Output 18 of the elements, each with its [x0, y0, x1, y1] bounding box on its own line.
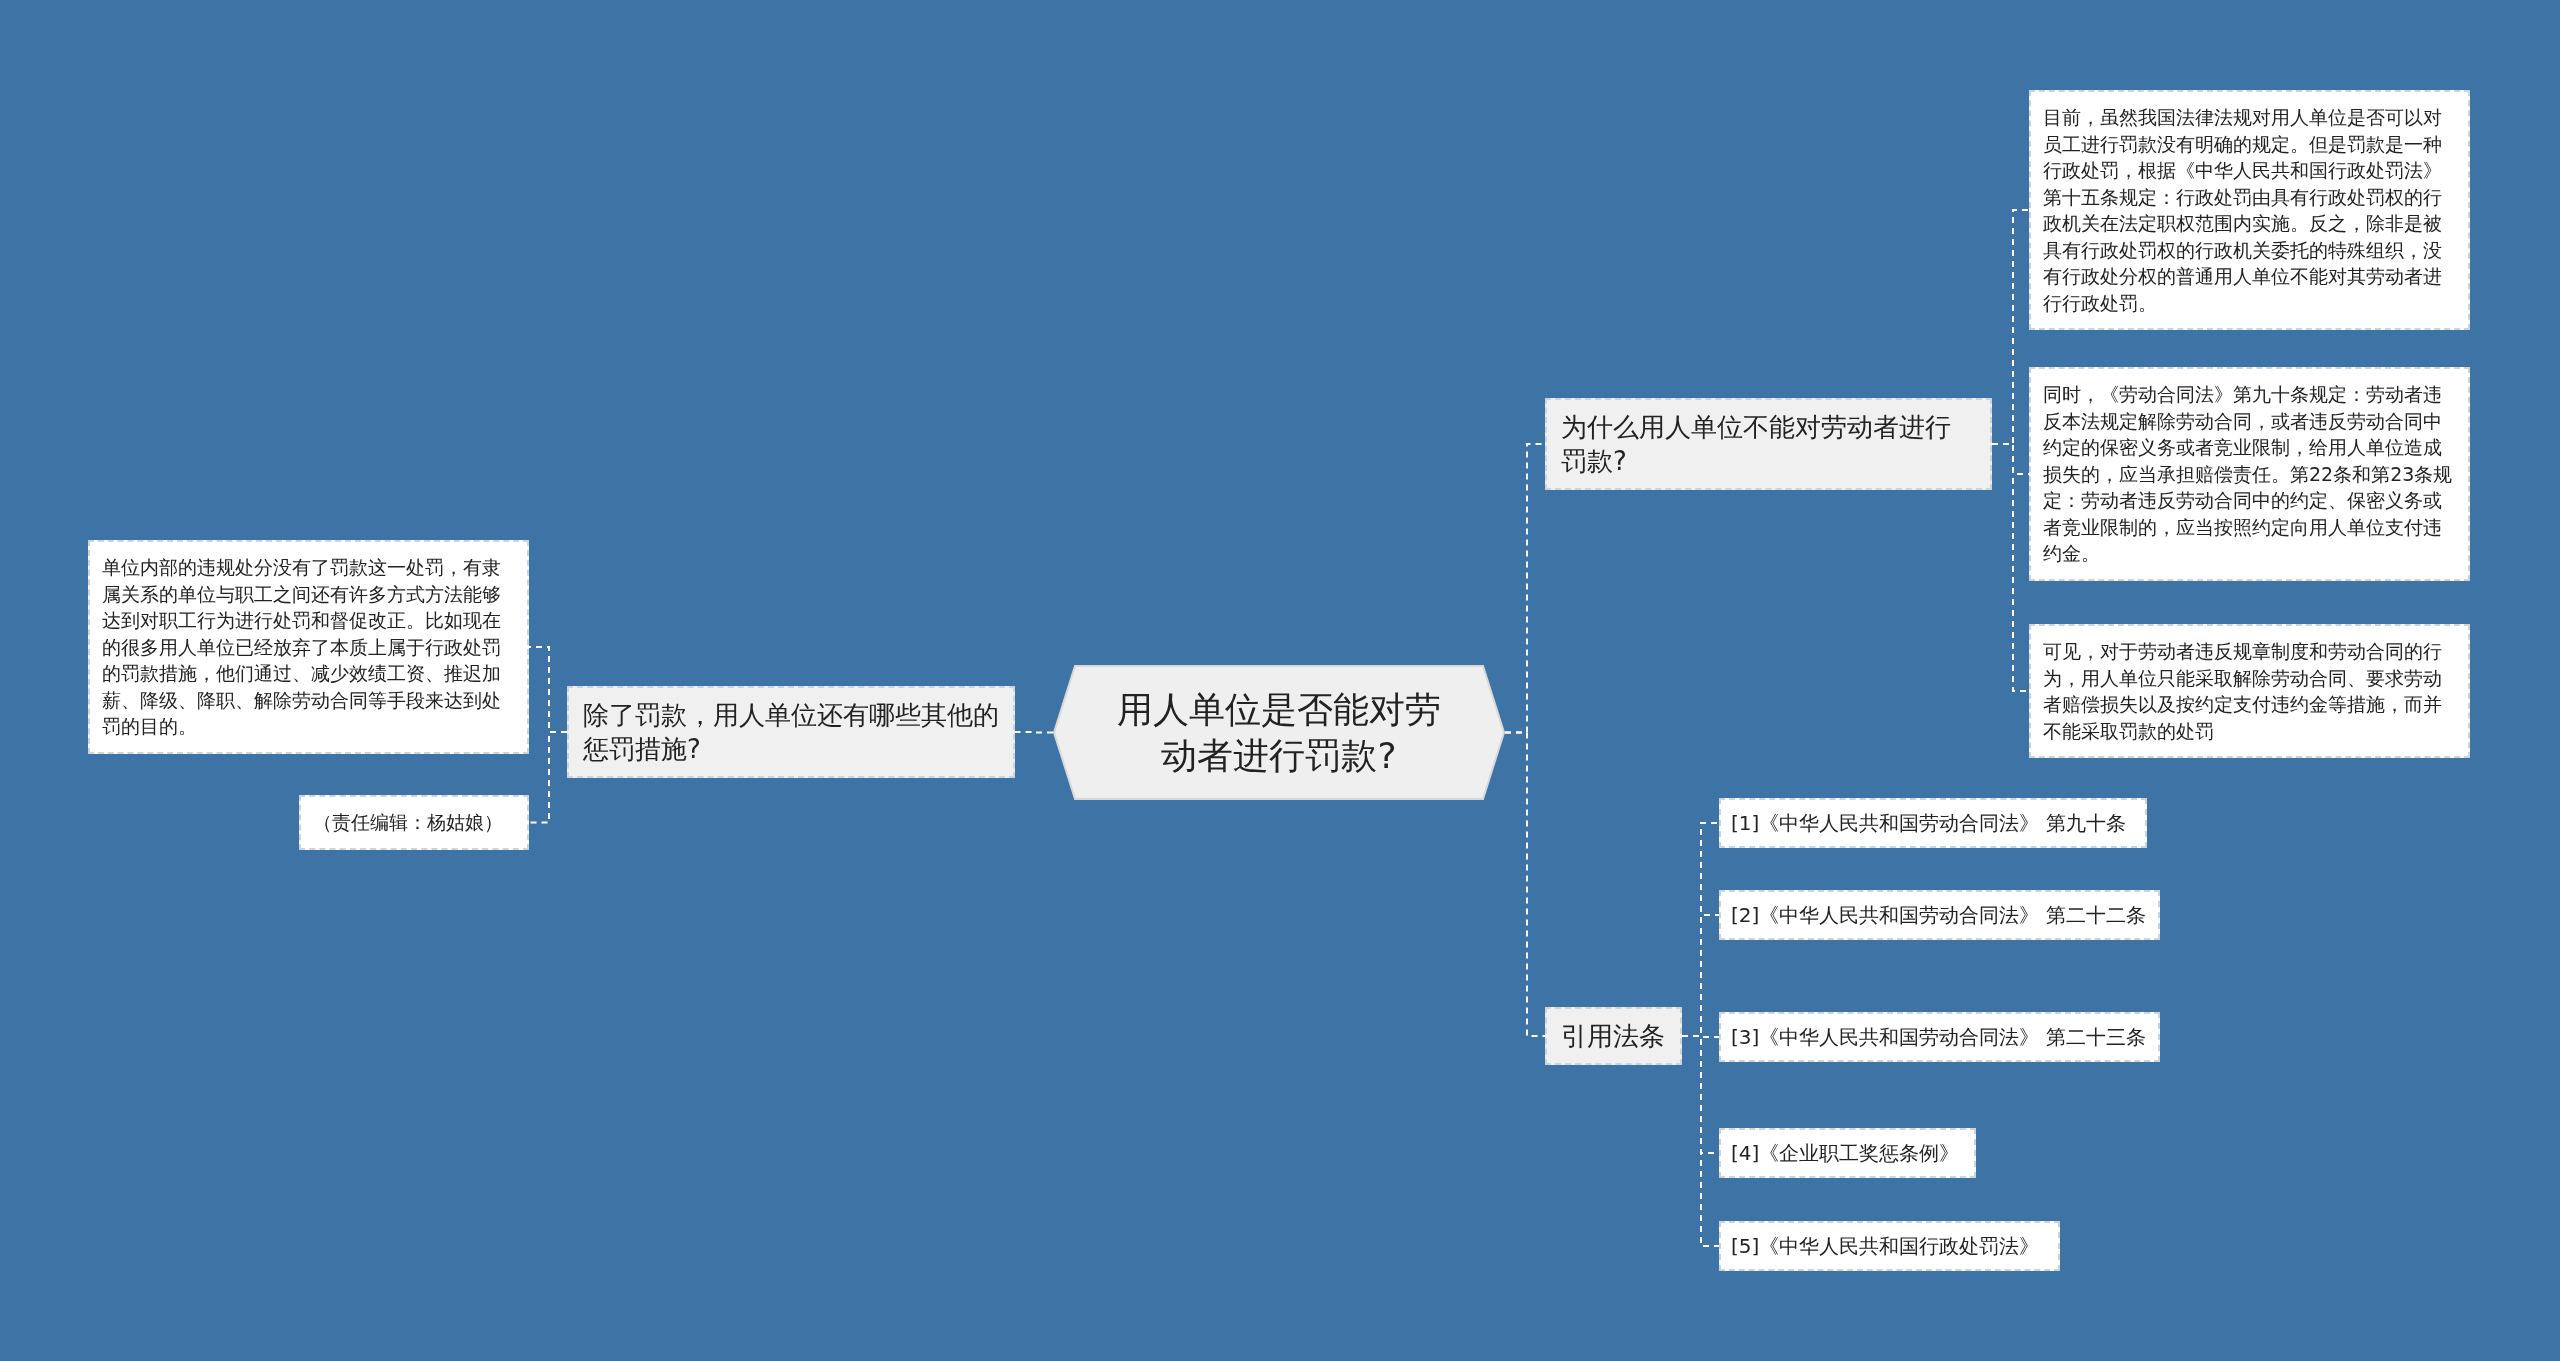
text-card: 可见，对于劳动者违反规章制度和劳动合同的行为，用人单位只能采取解除劳动合同、要求劳动者赔偿损失以及按约定支付违约金等措施，而并不能采取罚款的处罚 — [2029, 624, 2470, 758]
reference-box: [5]《中华人民共和国行政处罚法》 — [1719, 1221, 2060, 1271]
connector-line — [1681, 1035, 1720, 1247]
connector-line — [1014, 731, 1054, 734]
text-card: 单位内部的违规处分没有了罚款这一处罚，有隶属关系的单位与职工之间还有许多方式方法能够达到对职工行为进行处罚和督促改正。比如现在的很多用人单位已经放弃了本质上属于行政处罚的罚款措施，他们通过、减少效绩工资、推迟加薪、降级、降职、解除劳动合同等手段来达到处罚的目的。 — [88, 540, 529, 754]
topic-hexagon: 用人单位是否能对劳动者进行罚款? — [1053, 665, 1505, 800]
topic-box: 引用法条 — [1545, 1007, 1682, 1065]
connector-line — [528, 731, 568, 824]
topic-box: 除了罚款，用人单位还有哪些其他的惩罚措施? — [567, 686, 1015, 778]
reference-box: [4]《企业职工奖惩条例》 — [1719, 1128, 1976, 1178]
topic-box: 为什么用人单位不能对劳动者进行罚款? — [1545, 398, 1992, 490]
text-card: （责任编辑：杨姑娘） — [299, 795, 529, 850]
reference-box: [1]《中华人民共和国劳动合同法》 第九十条 — [1719, 798, 2147, 848]
connector-line — [1504, 731, 1546, 1037]
text-card: 同时，《劳动合同法》第九十条规定：劳动者违反本法规定解除劳动合同，或者违反劳动合同中约定的保密义务或者竞业限制，给用人单位造成损失的，应当承担赔偿责任。第22条和第23条规定：劳动者违反劳动合同中的约定、保密义务或者竞业限制的，应当按照约定向用人单位支付违约金。 — [2029, 367, 2470, 581]
text-card: 目前，虽然我国法律法规对用人单位是否可以对员工进行罚款没有明确的规定。但是罚款是一种行政处罚，根据《中华人民共和国行政处罚法》第十五条规定：行政处罚由具有行政处罚权的行政机关在法定职权范围内实施。反之，除非是被具有行政处罚权的行政机关委托的特殊组织，没有行政处分权的普通用人单位不能对其劳动者进行行政处罚。 — [2029, 90, 2470, 330]
reference-box: [3]《中华人民共和国劳动合同法》 第二十三条 — [1719, 1012, 2160, 1062]
reference-box: [2]《中华人民共和国劳动合同法》 第二十二条 — [1719, 890, 2160, 940]
